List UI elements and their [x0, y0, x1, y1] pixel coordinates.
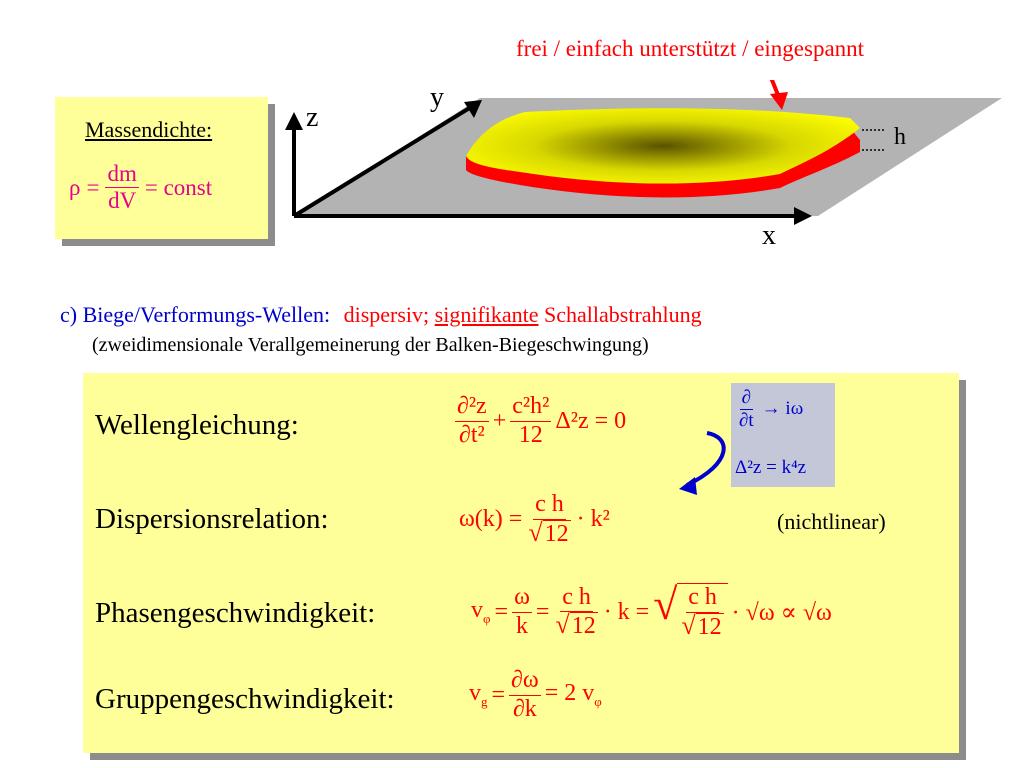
heading-prefix: c) Biege/Verformungs-Wellen:	[60, 302, 331, 327]
z-axis-arrow	[285, 112, 303, 130]
outer-fraction: c h √12	[677, 583, 728, 641]
dm-dv-fraction: dm dV	[105, 161, 139, 215]
phase-velocity-label: Phasengeschwindigkeit:	[95, 597, 376, 629]
outer-sqrt: √ c h √12	[653, 582, 728, 641]
vg-symbol: v	[469, 680, 481, 707]
partial-numerator: ∂	[739, 387, 754, 410]
dispersion-numerator: c h	[533, 491, 566, 520]
phase-numerator: c h	[560, 584, 593, 613]
wave-equation: ∂²z ∂t² + c²h² 12 Δ²z = 0	[455, 393, 626, 449]
pointer-arrowhead	[770, 92, 788, 110]
omega-num: ω	[512, 584, 532, 613]
omega-over-k: ω k	[512, 584, 532, 640]
phi-subscript: φ	[483, 610, 491, 626]
mass-density-title: Massendichte:	[85, 117, 213, 142]
partial-denominator: ∂t	[739, 409, 754, 431]
cl2h2-numerator: c²h²	[510, 393, 552, 422]
domega-dk: ∂ω ∂k	[509, 667, 541, 723]
phase-velocity-equation: vφ = ω k = c h √12 · k = √ c h √12 · √ω …	[471, 582, 832, 641]
rho-symbol: ρ	[69, 174, 81, 200]
sqrt-12: √12	[528, 517, 571, 547]
heading-dispersive: dispersiv;	[343, 302, 430, 327]
g-subscript: g	[481, 693, 488, 709]
equals-g: =	[491, 681, 506, 708]
laplace-k4z: Δ²z = k⁴z	[735, 457, 807, 478]
outer-radicand: 12	[695, 612, 724, 640]
partial-dt-fraction: ∂ ∂t	[737, 387, 756, 432]
sqrt-omega-prop: · √ω ∝ √ω	[731, 599, 832, 626]
v-symbol: v	[471, 597, 483, 624]
axis-label-x: x	[762, 220, 776, 251]
thickness-label: h	[894, 124, 906, 150]
cl2h2-fraction: c²h² 12	[510, 393, 552, 449]
dispersion-rhs: · k²	[576, 506, 610, 533]
equations-box: Wellengleichung: Dispersionsrelation: Ph…	[83, 373, 959, 753]
twelve-denominator: 12	[518, 421, 543, 448]
outer-numerator: c h	[686, 584, 719, 613]
axis-label-y: y	[430, 82, 444, 113]
x-axis-arrow	[794, 207, 812, 225]
wave-numerator: ∂²z	[455, 393, 489, 422]
phase-radicand: 12	[569, 612, 598, 640]
dk-den: ∂k	[512, 695, 537, 722]
dispersion-lhs: ω(k) =	[459, 506, 523, 533]
k-den: k	[515, 612, 528, 639]
y-axis	[292, 102, 478, 218]
dispersion-fraction: c h √12	[526, 491, 572, 548]
fraction-numerator: dm	[105, 161, 139, 189]
equals-1: =	[494, 598, 509, 625]
nonlinear-note: (nichtlinear)	[777, 509, 886, 534]
phase-sqrt-12: √12	[555, 610, 598, 640]
wave-denominator: ∂t²	[458, 421, 485, 448]
arrow-iomega: → iω	[761, 398, 804, 420]
d2z-dt2-fraction: ∂²z ∂t²	[455, 393, 489, 449]
laplace-term: Δ²z = 0	[555, 407, 627, 434]
mass-density-equation: ρ = dm dV = const	[69, 161, 212, 215]
plate-diagram	[285, 80, 1002, 225]
fraction-denominator: dV	[108, 188, 137, 214]
domega-num: ∂ω	[509, 667, 541, 696]
y-axis-arrow	[464, 100, 482, 118]
curved-arrow	[679, 431, 726, 495]
section-heading: c) Biege/Verformungs-Wellen: dispersiv; …	[60, 302, 702, 328]
outer-sqrt-12: √12	[681, 610, 724, 640]
axis-label-z: z	[306, 102, 319, 133]
plus-sign: +	[492, 407, 507, 434]
const-rhs: = const	[144, 174, 213, 200]
plate-top	[466, 108, 860, 184]
boundary-label: frei / einfach unterstützt / eingespannt	[516, 36, 865, 61]
wave-equation-label: Wellengleichung:	[95, 409, 299, 441]
mass-density-box: Massendichte: ρ = dm dV = const	[55, 97, 268, 239]
substitution-hint: ∂ ∂t → iω Δ²z = k⁴z	[731, 383, 835, 487]
sqrt-radicand: 12	[542, 519, 571, 547]
section-subtitle: (zweidimensionale Verallgemeinerung der …	[92, 334, 649, 356]
group-velocity-label: Gruppengeschwindigkeit:	[95, 683, 395, 715]
dot-k: · k =	[603, 598, 650, 625]
two-v: = 2 v	[544, 680, 595, 707]
equals-2: =	[535, 598, 550, 625]
dispersion-equation: ω(k) = c h √12 · k²	[459, 491, 610, 548]
group-velocity-equation: vg = ∂ω ∂k = 2 vφ	[469, 667, 602, 723]
heading-radiation: Schallabstrahlung	[544, 302, 702, 327]
phase-fraction: c h √12	[553, 584, 599, 641]
heading-significant: signifikante	[434, 302, 539, 327]
dispersion-relation-label: Dispersionsrelation:	[95, 503, 329, 535]
phi-sub-2: φ	[594, 693, 602, 709]
equals-sign: =	[86, 174, 100, 200]
